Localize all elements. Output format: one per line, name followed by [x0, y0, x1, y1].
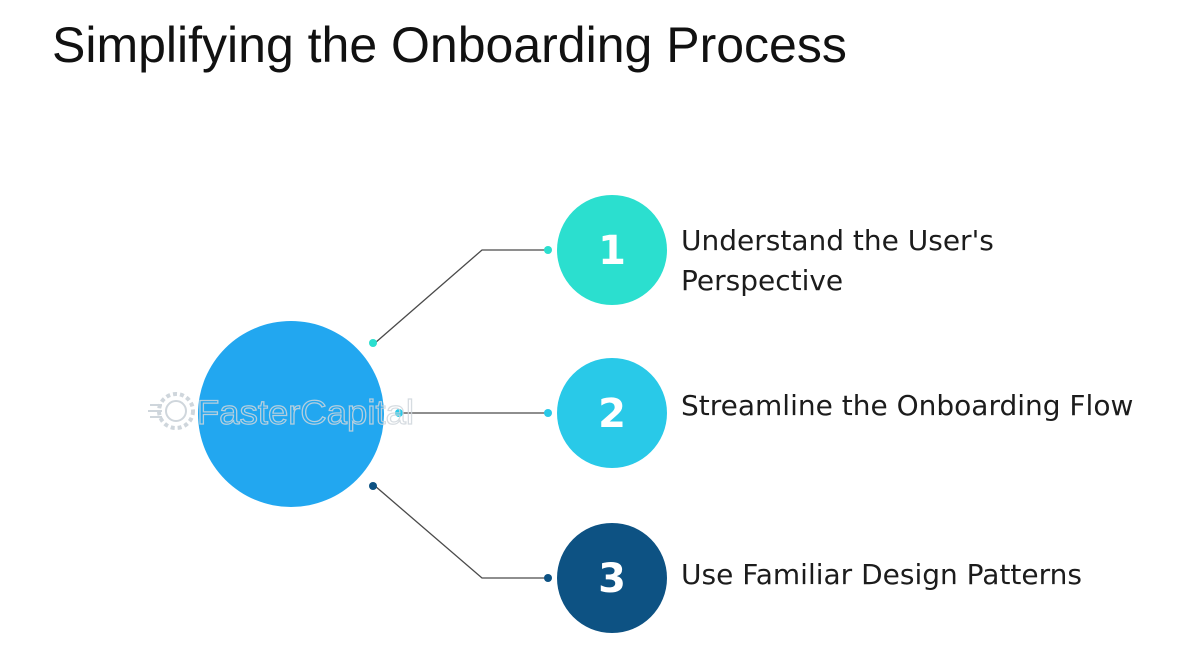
step-label-3: Use Familiar Design Patterns [681, 555, 1082, 595]
connector-dot-3-start [369, 482, 377, 490]
step-circle-2 [557, 358, 667, 468]
step-label-1-line-1: Understand the User's [681, 224, 994, 257]
watermark-text: FasterCapital [197, 394, 414, 432]
page-title: Simplifying the Onboarding Process [52, 17, 847, 73]
step-circle-1 [557, 195, 667, 305]
connector-dot-1-end [544, 246, 552, 254]
connector-line-3 [374, 485, 547, 579]
step-label-1: Understand the User's Perspective [681, 221, 994, 301]
connector-dot-2-start [395, 409, 403, 417]
step-number-3: 3 [598, 556, 626, 602]
connector-dot-3-end [544, 574, 552, 582]
step-label-1-line-2: Perspective [681, 264, 844, 297]
step-label-2-line-1: Streamline the Onboarding Flow [681, 389, 1134, 422]
connector-dot-1-start [369, 339, 377, 347]
step-label-3-line-1: Use Familiar Design Patterns [681, 558, 1082, 591]
step-label-2: Streamline the Onboarding Flow [681, 386, 1133, 426]
connector-dot-2-end [544, 409, 552, 417]
hub-circle [198, 321, 384, 507]
gear-icon [148, 392, 195, 430]
watermark: FasterCapital [148, 392, 415, 433]
step-number-1: 1 [598, 228, 626, 274]
step-number-2: 2 [598, 391, 626, 437]
step-circle-3 [557, 523, 667, 633]
connector-line-1 [374, 249, 547, 344]
